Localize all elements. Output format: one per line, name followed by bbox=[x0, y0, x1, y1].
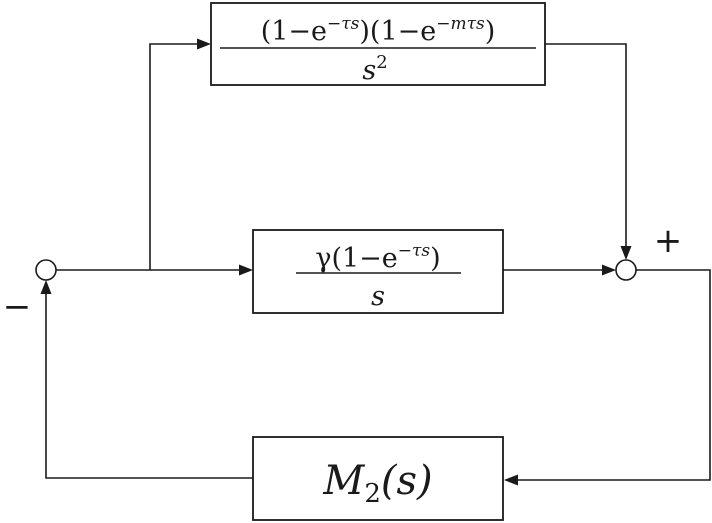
feedback-block-label: M2(s) bbox=[322, 458, 432, 509]
minus-sign-left-junction: − bbox=[3, 287, 32, 327]
arrow-into-right-junction-from-middle bbox=[602, 264, 616, 276]
arrow-into-left-junction bbox=[40, 280, 52, 294]
middle-block-denominator: s bbox=[371, 281, 385, 312]
wire-feedback-to-left-junction bbox=[45, 294, 253, 479]
summing-junction-left bbox=[35, 259, 57, 281]
arrow-into-top-block bbox=[197, 38, 211, 50]
top-block-numerator: (1−e−τs)(1−e−mτs) bbox=[261, 14, 496, 47]
arrow-into-feedback-block bbox=[504, 474, 518, 486]
transfer-block-feedback: M2(s) bbox=[252, 436, 504, 521]
middle-block-numerator: γ(1−e−τs) bbox=[315, 241, 440, 274]
summing-junction-right bbox=[615, 259, 637, 281]
plus-sign-right-junction: + bbox=[654, 221, 683, 261]
transfer-block-top: (1−e−τs)(1−e−mτs) s2 bbox=[210, 2, 546, 86]
arrow-into-middle-block bbox=[239, 264, 253, 276]
arrow-into-right-junction-from-top bbox=[620, 246, 632, 260]
wire-top-block-to-right-junction bbox=[545, 43, 627, 247]
top-block-denominator: s2 bbox=[362, 52, 387, 86]
wire-output-to-feedback-block bbox=[518, 269, 711, 481]
transfer-block-middle: γ(1−e−τs) s bbox=[252, 229, 504, 314]
wire-branch-to-top-block bbox=[149, 43, 197, 270]
